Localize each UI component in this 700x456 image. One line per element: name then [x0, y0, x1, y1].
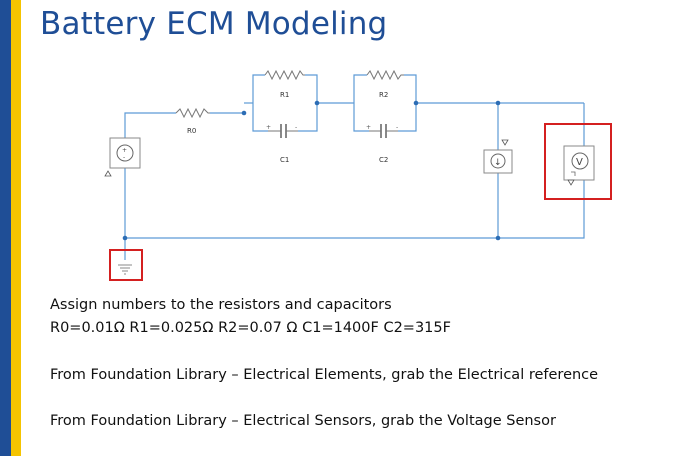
resistor-r0-label: R0 — [187, 127, 196, 135]
current-sensor-block: ↓ — [483, 139, 513, 174]
current-sensor-arrow-icon: ↓ — [494, 158, 502, 168]
resistor-r1: R1 — [264, 69, 305, 99]
instruction-voltage-sensor: From Foundation Library – Electrical Sen… — [50, 413, 556, 429]
junction-dot — [241, 110, 247, 116]
svg-text:+: + — [266, 124, 271, 131]
slide-title: Battery ECM Modeling — [40, 6, 388, 42]
resistor-r2: R2 — [366, 69, 404, 99]
junction-dot — [314, 100, 320, 106]
svg-text:+: + — [122, 147, 127, 154]
junction-dot — [495, 235, 501, 241]
svg-text:+: + — [366, 124, 371, 131]
junction-dot — [413, 100, 419, 106]
svg-text:-: - — [123, 154, 125, 161]
voltage-sensor-highlight-box — [544, 123, 612, 200]
left-accent-bar-blue — [0, 0, 11, 456]
current-sensor-output-port — [501, 139, 509, 146]
wire-source-to-r0 — [124, 112, 176, 138]
wire-r1-c1-left — [252, 74, 268, 132]
resistor-r1-zigzag — [264, 69, 305, 81]
voltage-source-block: + - — [104, 137, 141, 177]
left-accent-bar-yellow — [11, 0, 21, 456]
electrical-reference-highlight-box — [109, 249, 143, 281]
instruction-assign-values: Assign numbers to the resistors and capa… — [50, 297, 392, 313]
wire-voltage-sensor-down — [125, 180, 585, 239]
capacitor-c2-label: C2 — [379, 156, 388, 164]
wires — [124, 74, 585, 260]
junction-dot — [122, 235, 128, 241]
voltage-source-input-port — [104, 170, 112, 177]
circuit-diagram: R0 R1 R2 + - C1 + - C2 + - — [104, 69, 612, 281]
resistor-r0-zigzag — [175, 107, 210, 119]
component-values: R0=0.01Ω R1=0.025Ω R2=0.07 Ω C1=1400F C2… — [50, 320, 451, 336]
electrical-reference-block — [109, 249, 143, 281]
wire-r2-c2-right — [398, 74, 417, 132]
wire-r2-c2-left — [353, 74, 369, 132]
svg-text:-: - — [396, 124, 398, 131]
resistor-r2-zigzag — [366, 69, 404, 81]
instruction-electrical-reference: From Foundation Library – Electrical Ele… — [50, 367, 599, 383]
resistor-r2-label: R2 — [379, 91, 388, 99]
capacitor-c2: + - C2 — [366, 124, 398, 164]
voltage-sensor-v-icon: V — [576, 157, 583, 168]
junctions — [122, 100, 501, 241]
svg-text:-: - — [295, 124, 297, 131]
capacitor-c1-label: C1 — [280, 156, 289, 164]
resistor-r1-label: R1 — [280, 91, 289, 99]
junction-dot — [495, 100, 501, 106]
wire-r1-c1-right — [298, 74, 318, 132]
voltage-sensor-block: V — [544, 123, 612, 200]
resistor-r0: R0 — [175, 107, 210, 135]
capacitor-c1: + - C1 — [266, 124, 298, 164]
voltage-sensor-output-port — [567, 179, 575, 186]
